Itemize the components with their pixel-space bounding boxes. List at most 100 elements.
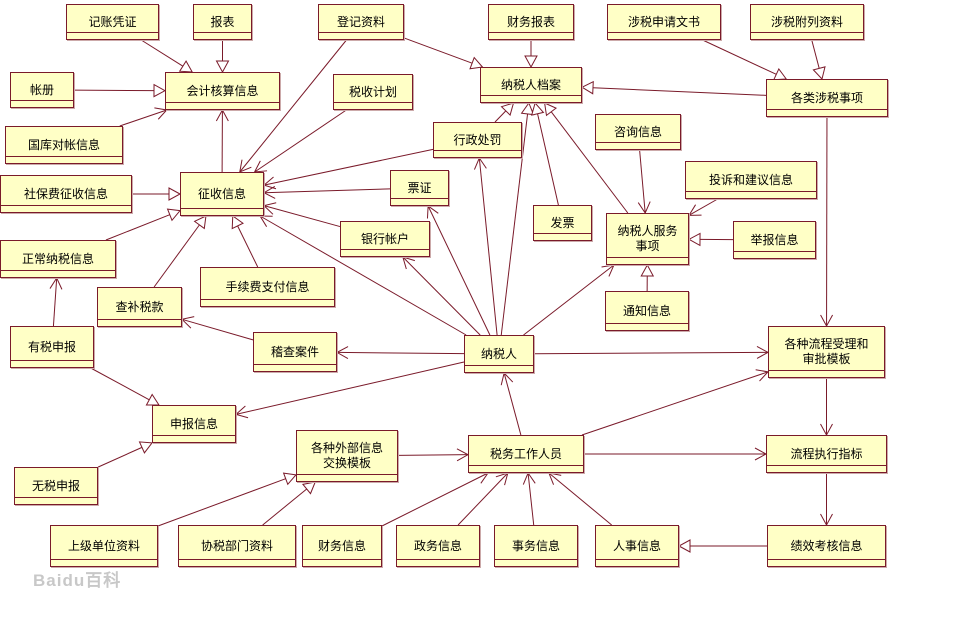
node-liucheng-muban: 各种流程受理和 审批模板 <box>768 326 885 378</box>
compartment-line <box>397 559 479 560</box>
edge-line <box>90 367 150 401</box>
compartment-line <box>686 191 816 192</box>
edge-wushui-to-shenbao <box>97 441 153 468</box>
edge-line <box>97 446 143 468</box>
node-label: 记账凭证 <box>88 14 137 29</box>
edge-line <box>237 225 259 268</box>
edge-line <box>239 39 347 173</box>
edge-baobiao-to-kuaiji <box>215 40 230 74</box>
compartment-line <box>607 257 688 258</box>
node-label: 协税部门资料 <box>200 538 273 553</box>
edge-youshui-to-shenbao <box>90 367 160 406</box>
compartment-line <box>768 559 885 560</box>
generalization-arrowhead <box>166 208 181 222</box>
edge-yinhang-to-zhengshou <box>262 202 341 228</box>
edge-nashuiren-to-xingzheng <box>473 156 498 336</box>
node-label: 无税申报 <box>31 478 80 493</box>
node-caiwu: 财务信息 <box>302 525 382 567</box>
edge-sheshui-fulie-to-gelei-sheshui <box>811 39 826 81</box>
node-label: 流程执行指标 <box>790 446 863 461</box>
edge-gelei-sheshui-to-nsr-dangan <box>580 80 767 96</box>
node-label: 正常纳税信息 <box>21 251 94 266</box>
edge-caiwubaobiao-to-nsr-dangan <box>524 40 538 69</box>
edge-waibu-to-shuiwu-renyuan <box>397 448 470 462</box>
association-arrowhead <box>426 205 439 219</box>
edge-nashuiren-to-nsr-fuwu <box>523 264 615 336</box>
generalization-arrowhead <box>543 102 558 117</box>
edge-line <box>263 205 341 228</box>
edge-zhengshou-to-kuaiji <box>215 108 229 173</box>
compartment-line <box>341 249 429 250</box>
generalization-arrowhead <box>193 215 207 230</box>
node-tousu: 投诉和建议信息 <box>685 161 817 199</box>
association-arrowhead <box>262 185 276 199</box>
edge-nashuiren-to-liucheng-muban <box>533 345 770 359</box>
edge-line <box>235 361 465 415</box>
edge-line <box>537 113 559 206</box>
compartment-line <box>469 465 583 466</box>
edge-nashuiren-to-zhengshou <box>259 215 467 336</box>
edge-dengji-to-nsr-dangan <box>403 37 484 70</box>
edge-line <box>157 478 286 527</box>
node-label: 财务报表 <box>506 14 555 29</box>
node-label: 各种外部信息 交换模板 <box>310 441 383 470</box>
node-zixun: 咨询信息 <box>595 114 681 150</box>
edge-zhangce-to-kuaiji <box>73 83 167 98</box>
node-label: 银行帐户 <box>360 231 409 246</box>
compartment-line <box>734 251 815 252</box>
node-label: 政务信息 <box>413 538 462 553</box>
edge-nashuiren-to-piaozheng <box>426 205 491 336</box>
generalization-arrowhead <box>301 481 317 495</box>
compartment-line <box>319 32 403 33</box>
node-renshi: 人事信息 <box>595 525 679 567</box>
generalization-arrowhead <box>138 441 153 454</box>
generalization-arrowhead <box>282 472 297 486</box>
node-nsr-dangan: 纳税人档案 <box>480 67 582 103</box>
edge-line <box>397 454 469 456</box>
generalization-arrowhead <box>687 232 701 247</box>
node-label: 票证 <box>407 180 432 195</box>
edge-jubao-to-nsr-fuwu <box>687 232 734 247</box>
node-zhengwu: 政务信息 <box>396 525 480 567</box>
edge-line <box>478 157 498 336</box>
edge-line <box>119 109 167 127</box>
edge-xieshui-to-waibu <box>262 481 317 526</box>
node-guoku: 国库对帐信息 <box>5 126 123 164</box>
compartment-line <box>751 32 863 33</box>
node-label: 财务信息 <box>317 538 366 553</box>
edge-line <box>702 39 777 75</box>
node-sheshui-fulie: 涉税附列资料 <box>750 4 864 40</box>
node-yinhang: 银行帐户 <box>340 221 430 257</box>
edge-line <box>523 264 615 336</box>
compartment-line <box>179 559 295 560</box>
edge-line <box>500 113 529 336</box>
node-label: 报表 <box>210 14 235 29</box>
edge-shuiwu-renyuan-to-liucheng-muban <box>581 369 769 436</box>
edge-shouxufei-to-zhengshou <box>231 215 259 268</box>
edge-tousu-to-nsr-fuwu <box>688 198 718 216</box>
association-arrowhead <box>49 276 63 290</box>
edge-line <box>533 351 769 355</box>
node-label: 投诉和建议信息 <box>708 172 793 187</box>
node-label: 帐册 <box>29 82 54 97</box>
node-tongzhi: 通知信息 <box>605 291 689 331</box>
edge-nashuiren-to-nsr-dangan <box>500 101 535 336</box>
compartment-line <box>495 559 577 560</box>
edge-chabu-to-zhengshou <box>153 215 207 288</box>
node-jizhang: 记账凭证 <box>66 4 159 40</box>
generalization-arrowhead <box>215 60 230 74</box>
edge-line <box>263 188 391 194</box>
edge-shangji-to-waibu <box>157 472 297 527</box>
node-piaozheng: 票证 <box>390 170 449 206</box>
compartment-line <box>434 150 521 151</box>
node-label: 绩效考核信息 <box>790 538 863 553</box>
edge-line <box>254 109 347 173</box>
node-shouxufei: 手续费支付信息 <box>200 267 335 307</box>
compartment-line <box>15 497 97 498</box>
edge-jixiao-to-renshi <box>677 539 767 553</box>
node-shiwu: 事务信息 <box>494 525 578 567</box>
compartment-line <box>596 142 680 143</box>
compartment-line <box>11 100 73 101</box>
node-label: 税务工作人员 <box>489 446 562 461</box>
edge-tongzhi-to-nsr-fuwu <box>640 263 655 292</box>
